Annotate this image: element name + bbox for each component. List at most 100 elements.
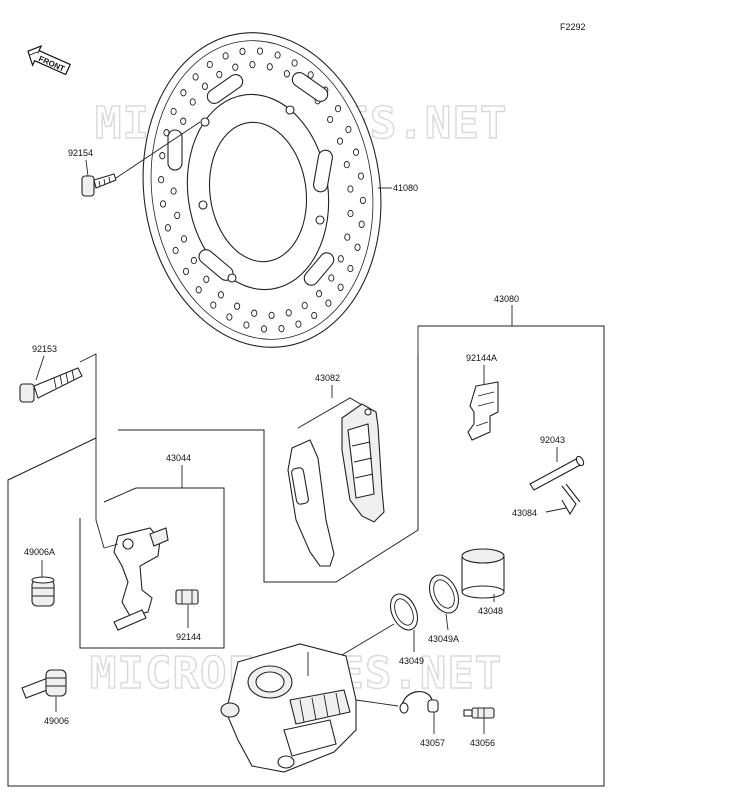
vent-hole bbox=[295, 320, 302, 328]
vent-hole bbox=[334, 104, 342, 113]
vent-hole bbox=[158, 175, 165, 184]
caliper-body bbox=[220, 643, 357, 773]
brake-pad-rear bbox=[287, 439, 335, 567]
vent-hole bbox=[337, 283, 344, 291]
vent-hole bbox=[182, 267, 190, 276]
figure-code: F2292 bbox=[560, 22, 586, 32]
vent-hole bbox=[249, 60, 256, 69]
slide-pin bbox=[21, 669, 67, 699]
vent-hole bbox=[232, 63, 239, 71]
vent-hole bbox=[291, 59, 298, 67]
vent-hole bbox=[316, 290, 323, 298]
vent-hole bbox=[266, 63, 273, 71]
label-92154: 92154 bbox=[68, 148, 93, 158]
caliper-mount-bolt bbox=[19, 367, 83, 403]
label-43049A: 43049A bbox=[428, 634, 459, 644]
vent-hole bbox=[201, 82, 208, 90]
vent-hole bbox=[328, 274, 335, 282]
vent-hole bbox=[347, 209, 354, 218]
bleeder-cap bbox=[399, 691, 439, 714]
piston-seal bbox=[389, 593, 419, 631]
vent-hole bbox=[283, 70, 290, 78]
vent-hole bbox=[311, 311, 318, 320]
vent-hole bbox=[347, 185, 354, 193]
vent-hole bbox=[260, 325, 268, 333]
vent-hole bbox=[353, 148, 360, 156]
vent-hole bbox=[327, 115, 334, 124]
label-43049: 43049 bbox=[399, 656, 424, 666]
vent-hole bbox=[278, 324, 285, 333]
vent-hole bbox=[358, 220, 365, 228]
label-43057: 43057 bbox=[420, 738, 445, 748]
vent-hole bbox=[192, 73, 199, 81]
vent-hole bbox=[172, 246, 179, 255]
vent-hole bbox=[164, 224, 171, 232]
dust-boot bbox=[31, 576, 55, 607]
vent-hole bbox=[239, 47, 246, 56]
label-49006A: 49006A bbox=[24, 547, 55, 557]
vent-hole bbox=[180, 235, 188, 243]
pad-pin bbox=[529, 455, 585, 491]
vent-hole bbox=[226, 313, 233, 321]
vent-hole bbox=[301, 301, 308, 310]
vent-hole bbox=[190, 256, 197, 265]
vent-hole bbox=[243, 321, 250, 329]
vent-hole bbox=[189, 98, 196, 106]
dust-seal bbox=[428, 574, 460, 614]
label-49006: 49006 bbox=[44, 716, 69, 726]
pad-spring bbox=[467, 381, 499, 441]
vent-hole bbox=[337, 255, 344, 263]
label-43082: 43082 bbox=[315, 373, 340, 383]
label-43080: 43080 bbox=[494, 294, 519, 304]
vent-hole bbox=[307, 71, 314, 79]
bracket-clip bbox=[175, 589, 199, 605]
label-92144A: 92144A bbox=[466, 353, 497, 363]
vent-hole bbox=[170, 187, 177, 195]
vent-hole bbox=[274, 51, 281, 59]
vent-hole bbox=[210, 301, 217, 309]
bleeder-valve bbox=[463, 707, 495, 719]
label-92153: 92153 bbox=[32, 344, 57, 354]
vent-hole bbox=[325, 299, 332, 307]
label-43048: 43048 bbox=[478, 606, 503, 616]
vent-hole bbox=[180, 89, 187, 97]
vent-hole bbox=[180, 117, 187, 125]
brake-pad-front bbox=[341, 403, 385, 523]
front-arrow-icon: FRONT bbox=[27, 44, 71, 76]
vent-hole bbox=[347, 264, 354, 273]
disc-bolt bbox=[81, 173, 117, 197]
vent-hole bbox=[159, 200, 167, 208]
vent-hole bbox=[234, 302, 241, 310]
label-41080: 41080 bbox=[393, 183, 418, 193]
vent-hole bbox=[354, 243, 361, 251]
vent-hole bbox=[203, 275, 210, 283]
label-43056: 43056 bbox=[470, 738, 495, 748]
vent-hole bbox=[336, 137, 344, 145]
vent-hole bbox=[217, 291, 224, 299]
brake-disc bbox=[142, 32, 382, 348]
caliper-piston bbox=[461, 548, 505, 599]
caliper-bracket bbox=[103, 527, 169, 631]
vent-hole bbox=[174, 211, 181, 220]
vent-hole bbox=[256, 47, 264, 55]
vent-hole bbox=[195, 286, 202, 294]
label-92043: 92043 bbox=[540, 435, 565, 445]
label-43044: 43044 bbox=[166, 453, 191, 463]
vent-hole bbox=[170, 107, 177, 116]
vent-hole bbox=[357, 172, 365, 180]
vent-hole bbox=[216, 70, 223, 79]
vent-hole bbox=[285, 309, 292, 317]
pin-clip bbox=[561, 483, 581, 516]
vent-hole bbox=[359, 196, 366, 205]
vent-hole bbox=[251, 309, 258, 317]
label-43084: 43084 bbox=[512, 508, 537, 518]
vent-hole bbox=[268, 311, 275, 320]
vent-hole bbox=[343, 160, 350, 169]
vent-hole bbox=[345, 125, 352, 134]
vent-hole bbox=[344, 233, 351, 241]
vent-hole bbox=[222, 52, 229, 60]
vent-hole bbox=[206, 60, 213, 69]
vent-hole bbox=[159, 152, 166, 160]
label-92144: 92144 bbox=[176, 632, 201, 642]
